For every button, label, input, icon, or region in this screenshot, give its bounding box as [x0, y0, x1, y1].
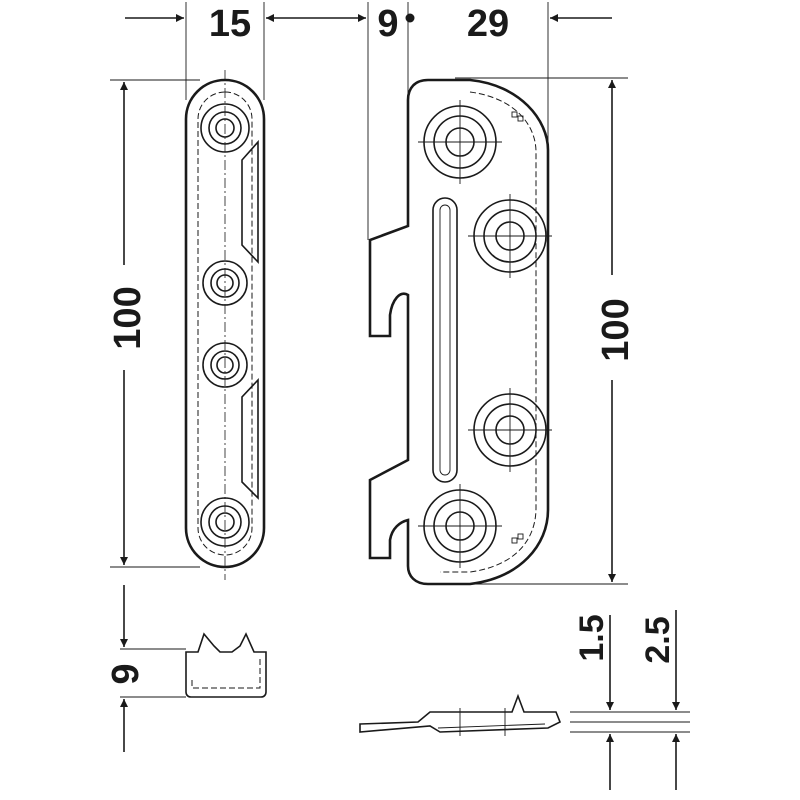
dim-thickness-b: 2.5	[639, 616, 677, 663]
dim-width-right: 29	[467, 3, 509, 45]
left-plate	[184, 70, 266, 580]
dim-thickness-left: 9	[105, 663, 147, 684]
right-plate	[368, 78, 552, 586]
left-height-dimension	[110, 79, 200, 568]
top-dimension-lines	[125, 2, 612, 240]
dim-height-right: 100	[595, 298, 637, 361]
dim-thickness-a: 1.5	[573, 614, 611, 661]
dim-height-left: 100	[107, 286, 149, 349]
left-plate-holes	[200, 103, 250, 547]
right-plate-holes	[418, 100, 552, 568]
dim-width-left: 15	[209, 3, 251, 45]
gap-dot-marker	[405, 13, 415, 23]
dim-gap: 9	[377, 3, 398, 45]
right-profile	[359, 610, 690, 790]
left-profile	[120, 585, 267, 752]
